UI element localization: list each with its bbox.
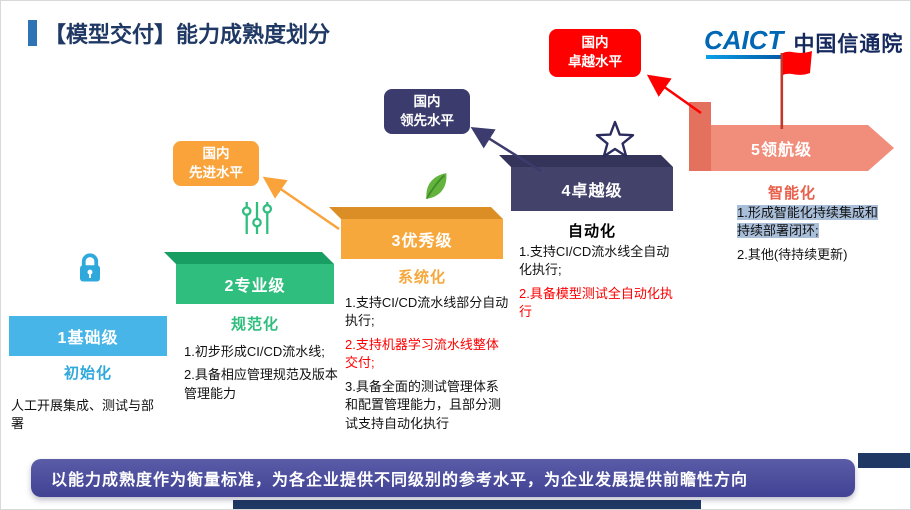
highlighted-text: 1.形成智能化持续集成和持续部署闭环;	[737, 205, 878, 239]
level4-label: 4卓越级	[561, 183, 623, 200]
arrow-to-advanced-badge	[262, 176, 340, 231]
badge-line: 国内	[413, 93, 441, 109]
desc-line: 2.具备模型测试全自动化执行	[519, 285, 673, 320]
badge-domestic-advanced: 国内 先进水平	[173, 141, 259, 186]
desc-line: 1.形成智能化持续集成和持续部署闭环;	[737, 204, 887, 241]
level1-bar: 1基础级	[9, 316, 167, 356]
level2-desc: 1.初步形成CI/CD流水线; 2.具备相应管理规范及版本管理能力	[184, 343, 338, 408]
level4-top-face	[499, 155, 673, 167]
level3-desc: 1.支持CI/CD流水线部分自动执行; 2.支持机器学习流水线整体交付; 3.具…	[345, 294, 509, 438]
level3-stage-label: 系统化	[397, 269, 446, 286]
level5-stage-label: 智能化	[767, 185, 816, 202]
level2-top-face	[164, 252, 334, 264]
navy-accent-right	[858, 453, 910, 468]
desc-line: 2.具备相应管理规范及版本管理能力	[184, 367, 338, 401]
sliders-icon	[241, 202, 273, 234]
star-icon	[595, 120, 635, 158]
level1-label: 1基础级	[57, 330, 119, 347]
level5-desc: 1.形成智能化持续集成和持续部署闭环; 2.其他(待持续更新)	[737, 204, 887, 269]
level2-bar: 2专业级	[176, 264, 334, 304]
level3-top-face	[329, 207, 503, 219]
title-accent-bar	[28, 20, 37, 46]
caict-chinese-name: 中国信通院	[793, 33, 904, 56]
level5-label: 5领航级	[751, 142, 812, 159]
badge-domestic-outstanding: 国内 卓越水平	[549, 29, 641, 77]
badge-line: 国内	[202, 145, 230, 161]
badge-line: 领先水平	[400, 112, 454, 128]
badge-line: 国内	[581, 35, 609, 51]
level2-stage-label: 规范化	[230, 316, 279, 333]
level2-label: 2专业级	[224, 278, 286, 295]
bottom-banner: 以能力成熟度作为衡量标准，为各企业提供不同级别的参考水平，为企业发展提供前瞻性方…	[31, 459, 855, 497]
desc-line: 3.具备全面的测试管理体系和配置管理能力，且部分测试支持自动化执行	[345, 378, 502, 431]
page-title: 【模型交付】能力成熟度划分	[44, 22, 331, 47]
banner-text: 以能力成熟度作为衡量标准，为各企业提供不同级别的参考水平，为企业发展提供前瞻性方…	[51, 472, 749, 489]
desc-line: 1.支持CI/CD流水线全自动化执行;	[519, 244, 670, 278]
badge-domestic-leading: 国内 领先水平	[384, 89, 470, 134]
level4-desc: 1.支持CI/CD流水线全自动化执行; 2.具备模型测试全自动化执行	[519, 243, 677, 327]
navy-accent-bottom	[233, 500, 701, 509]
flag-icon	[780, 51, 812, 129]
desc-line: 2.支持机器学习流水线整体交付;	[345, 336, 499, 371]
header: 【模型交付】能力成熟度划分	[28, 17, 330, 49]
leaf-icon	[425, 173, 447, 200]
desc-line: 人工开展集成、测试与部署	[11, 398, 155, 432]
level5-arrow-bar: 5领航级	[689, 125, 894, 171]
level4-bar: 4卓越级	[511, 167, 673, 211]
badge-line: 卓越水平	[568, 54, 622, 69]
level5-left-cap	[689, 102, 711, 171]
level1-desc: 人工开展集成、测试与部署	[11, 397, 163, 439]
level1-stage-label: 初始化	[63, 365, 112, 382]
desc-line: 1.支持CI/CD流水线部分自动执行;	[345, 295, 509, 329]
caict-logo: CAICT 中国信通院	[704, 27, 903, 59]
lock-icon	[80, 253, 100, 282]
level3-label: 3优秀级	[391, 233, 453, 250]
badge-line: 先进水平	[189, 164, 243, 180]
level4-stage-label: 自动化	[567, 223, 616, 240]
level3-bar: 3优秀级	[341, 219, 503, 259]
caict-wordmark: CAICT	[704, 27, 786, 59]
desc-line: 2.其他(待持续更新)	[737, 246, 848, 262]
desc-line: 1.初步形成CI/CD流水线;	[184, 344, 325, 359]
